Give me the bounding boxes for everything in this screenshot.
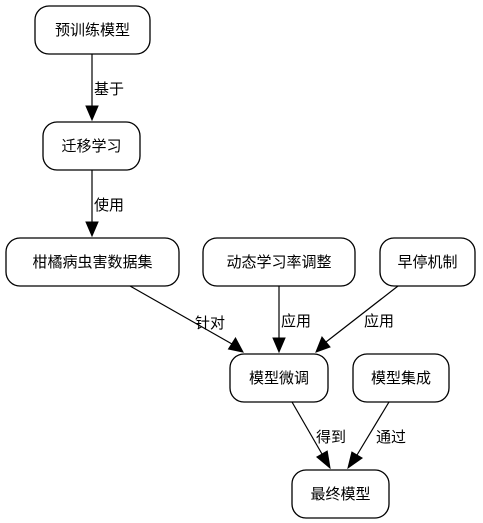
edge-finetune-to-final: 得到 [291,401,346,470]
node-label-pretrained-model: 预训练模型 [55,21,130,39]
edge-earlystop-to-finetune: 应用 [315,285,399,353]
node-label-dynamic-lr: 动态学习率调整 [226,253,331,271]
edge-label-via: 通过 [376,428,406,446]
node-early-stopping: 早停机制 [379,237,476,287]
node-label-final-model: 最终模型 [310,485,370,503]
node-label-ensemble: 模型集成 [371,369,431,387]
edge-pretrained-to-transfer: 基于 [85,54,124,122]
node-citrus-dataset: 柑橘病虫害数据集 [5,237,180,287]
edge-ensemble-to-final: 通过 [347,401,406,470]
node-dynamic-lr: 动态学习率调整 [202,237,356,287]
node-label-fine-tuning: 模型微调 [249,369,309,387]
edge-label-use: 使用 [94,196,124,214]
edge-label-obtain: 得到 [316,428,346,446]
edge-label-based-on: 基于 [94,80,124,98]
edge-label-target: 针对 [195,314,225,332]
edge-label-apply-es: 应用 [364,312,394,330]
node-label-early-stopping: 早停机制 [397,253,457,271]
edge-transfer-to-dataset: 使用 [85,170,124,238]
node-pretrained-model: 预训练模型 [34,5,151,55]
node-ensemble: 模型集成 [352,353,450,403]
edge-lr-to-finetune: 应用 [272,286,311,354]
edge-label-apply-lr: 应用 [281,312,311,330]
node-transfer-learning: 迁移学习 [42,121,141,171]
node-label-transfer-learning: 迁移学习 [61,137,121,155]
edge-dataset-to-finetune: 针对 [129,285,244,353]
node-label-citrus-dataset: 柑橘病虫害数据集 [32,253,152,271]
node-fine-tuning: 模型微调 [229,353,329,403]
node-final-model: 最终模型 [291,469,390,519]
